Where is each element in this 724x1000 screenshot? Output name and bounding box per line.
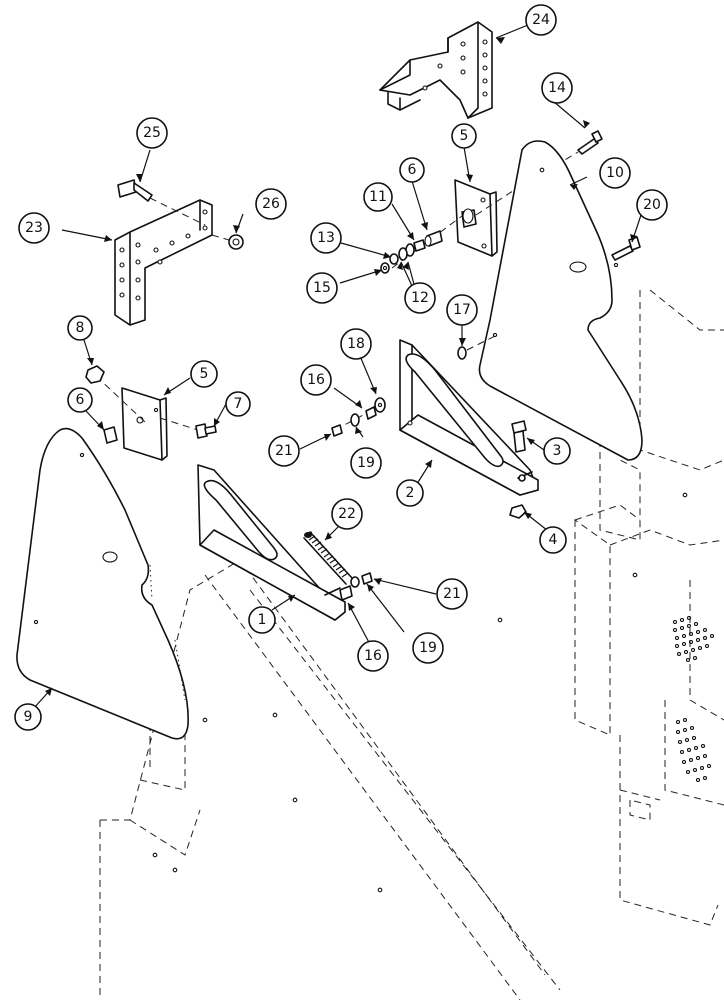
callout-7-label: 7 bbox=[234, 396, 243, 412]
callout-6-left-label: 6 bbox=[76, 392, 85, 408]
part-18-washer bbox=[374, 397, 386, 413]
part-11-spacer bbox=[413, 239, 426, 252]
part-13-washer bbox=[389, 253, 399, 265]
part-3-bolt bbox=[511, 420, 527, 453]
callout-12: 12 bbox=[404, 282, 436, 314]
callout-13: 13 bbox=[310, 222, 342, 254]
part-6-upper-bushing bbox=[424, 230, 443, 247]
part-6-left-bushing bbox=[103, 426, 118, 444]
callout-10: 10 bbox=[599, 157, 631, 189]
callout-17-label: 17 bbox=[453, 302, 471, 318]
part-21-lower-nut bbox=[361, 572, 373, 585]
part-23-mounting-bracket bbox=[114, 199, 213, 326]
part-16-upper-spacer bbox=[365, 406, 377, 420]
callout-7: 7 bbox=[225, 391, 251, 417]
part-17-washer bbox=[457, 335, 496, 360]
callout-18: 18 bbox=[340, 328, 372, 360]
callout-5-upper-label: 5 bbox=[460, 128, 469, 144]
callout-26-label: 26 bbox=[262, 196, 280, 212]
part-19-upper-washer bbox=[350, 413, 360, 427]
callout-23: 23 bbox=[18, 212, 50, 244]
part-22-spring bbox=[303, 531, 353, 585]
callout-19-lower-label: 19 bbox=[419, 640, 437, 656]
callout-19-upper: 19 bbox=[350, 447, 382, 479]
callout-13-label: 13 bbox=[317, 230, 335, 246]
machine-frame-phantom bbox=[99, 289, 724, 1000]
callout-20: 20 bbox=[636, 189, 668, 221]
callout-4: 4 bbox=[539, 526, 567, 554]
callout-22: 22 bbox=[331, 498, 363, 530]
callout-16-upper: 16 bbox=[300, 364, 332, 396]
part-2-right-bracket bbox=[399, 339, 539, 496]
part-8-nut bbox=[85, 365, 105, 384]
part-9-left-side-panel bbox=[16, 427, 189, 740]
part-20-bolt bbox=[611, 236, 641, 261]
callout-24: 24 bbox=[525, 4, 557, 36]
part-5-upper-spacer-plate bbox=[454, 179, 498, 257]
callout-11: 11 bbox=[363, 182, 393, 212]
part-10-right-side-panel bbox=[478, 140, 643, 461]
callout-4-label: 4 bbox=[549, 532, 558, 548]
callout-18-label: 18 bbox=[347, 336, 365, 352]
callout-6-left: 6 bbox=[67, 387, 93, 413]
callout-1-label: 1 bbox=[258, 612, 267, 628]
callout-3-label: 3 bbox=[553, 443, 562, 459]
callout-11-label: 11 bbox=[369, 189, 387, 205]
part-24-channel-bracket bbox=[379, 21, 493, 119]
callout-21-upper: 21 bbox=[268, 435, 300, 467]
part-1-left-bracket bbox=[197, 464, 346, 621]
part-25-bolt bbox=[117, 179, 206, 226]
callout-6-upper-label: 6 bbox=[408, 162, 417, 178]
perforation-pattern-upper bbox=[672, 615, 715, 663]
callout-19-lower: 19 bbox=[412, 632, 444, 664]
callout-21-lower-label: 21 bbox=[443, 586, 461, 602]
callout-26: 26 bbox=[255, 188, 287, 220]
callout-5-left-label: 5 bbox=[200, 366, 209, 382]
callout-9-label: 9 bbox=[24, 709, 33, 725]
callout-8: 8 bbox=[67, 315, 93, 341]
perforation-pattern-lower bbox=[675, 717, 712, 783]
callout-25: 25 bbox=[136, 117, 168, 149]
callout-20-label: 20 bbox=[643, 197, 661, 213]
callout-19-upper-label: 19 bbox=[357, 455, 375, 471]
part-21-upper-nut bbox=[331, 424, 343, 437]
callout-16-lower: 16 bbox=[357, 640, 389, 672]
part-12-washers bbox=[398, 243, 415, 261]
callout-6-upper: 6 bbox=[399, 157, 425, 183]
axis-line-left-bolt bbox=[159, 417, 199, 431]
part-5-left-spacer-plate bbox=[121, 387, 168, 461]
callout-15: 15 bbox=[306, 272, 338, 304]
callout-24-label: 24 bbox=[532, 12, 550, 28]
callout-17: 17 bbox=[446, 294, 478, 326]
part-26-nut bbox=[211, 234, 244, 250]
callout-21-lower: 21 bbox=[436, 578, 468, 610]
callout-2-label: 2 bbox=[406, 485, 415, 501]
part-15-nut bbox=[380, 262, 390, 274]
callout-16-lower-label: 16 bbox=[364, 648, 382, 664]
callout-8-label: 8 bbox=[76, 320, 85, 336]
callout-14: 14 bbox=[541, 72, 573, 104]
callout-22-label: 22 bbox=[338, 506, 356, 522]
leader-arrowheads bbox=[45, 37, 637, 696]
callout-1: 1 bbox=[248, 606, 276, 634]
callout-14-label: 14 bbox=[548, 80, 566, 96]
callout-21-upper-label: 21 bbox=[275, 443, 293, 459]
part-7-bolt bbox=[195, 423, 217, 439]
callout-23-label: 23 bbox=[25, 220, 43, 236]
part-16-lower-spacer bbox=[339, 585, 353, 601]
callout-9: 9 bbox=[14, 703, 42, 731]
callout-16-upper-label: 16 bbox=[307, 372, 325, 388]
callout-5-left: 5 bbox=[190, 360, 218, 388]
callout-3: 3 bbox=[543, 437, 571, 465]
callout-5-upper: 5 bbox=[451, 123, 477, 149]
callout-2: 2 bbox=[396, 479, 424, 507]
callout-10-label: 10 bbox=[606, 165, 624, 181]
part-4-nut bbox=[509, 504, 527, 519]
callout-25-label: 25 bbox=[143, 125, 161, 141]
callout-15-label: 15 bbox=[313, 280, 331, 296]
part-19-lower-washer bbox=[350, 576, 360, 588]
callout-12-label: 12 bbox=[411, 290, 429, 306]
